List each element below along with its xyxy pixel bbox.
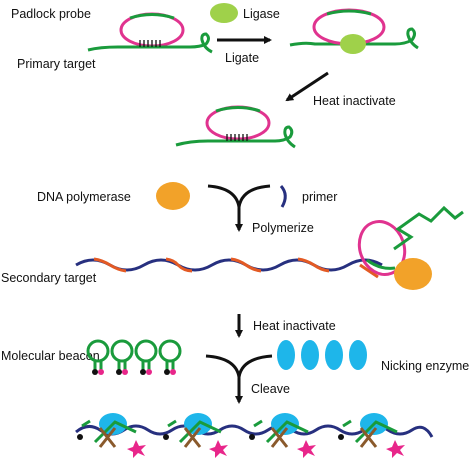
nicking-enzyme (277, 340, 295, 370)
dna-polymerase-enzyme (156, 182, 190, 210)
primary-target-label: Primary target (17, 57, 96, 71)
nicking-enzymes (277, 340, 367, 370)
molecular-beacon (158, 339, 182, 375)
nicking-enzyme (301, 340, 319, 370)
ligase-label: Ligase (243, 7, 280, 21)
combine-connector-1 (207, 184, 271, 232)
molecular-beacon (110, 339, 134, 375)
nicking-enzyme (325, 340, 343, 370)
molecular-beacons (86, 339, 182, 375)
ligase-enzyme (210, 3, 238, 23)
molecular-beacon (86, 339, 110, 375)
nicking-enzyme (349, 340, 367, 370)
primer-strand (279, 185, 287, 208)
combine-connector-2 (205, 354, 273, 404)
padlock-probe-ligated (289, 8, 419, 54)
molecular-beacon (134, 339, 158, 375)
cleavage-unit (163, 413, 228, 458)
secondary-target-label: Secondary target (1, 271, 97, 285)
heat-inactivate-arrow-1 (285, 71, 329, 102)
cleavage-unit (338, 413, 405, 458)
cleave-label: Cleave (251, 382, 290, 396)
circularized-probe-on-target (175, 105, 296, 149)
primer-label: primer (302, 190, 337, 204)
heat-inactivate-label-1: Heat inactivate (313, 94, 396, 108)
cleavage-unit (77, 413, 146, 458)
rolling-circle-complex (357, 205, 464, 290)
dna-polymerase-label: DNA polymerase (37, 190, 131, 204)
polymerize-label: Polymerize (252, 221, 314, 235)
primary-target-strand-1 (87, 32, 213, 54)
padlock-probe-label: Padlock probe (11, 7, 91, 21)
ligate-label: Ligate (225, 51, 259, 65)
molecular-beacon-label: Molecular beacon (1, 349, 100, 363)
nicking-enzyme-label: Nicking enzyme (381, 359, 469, 373)
secondary-target-strand (75, 257, 383, 279)
heat-inactivate-label-2: Heat inactivate (253, 319, 336, 333)
cleavage-unit (249, 413, 316, 458)
